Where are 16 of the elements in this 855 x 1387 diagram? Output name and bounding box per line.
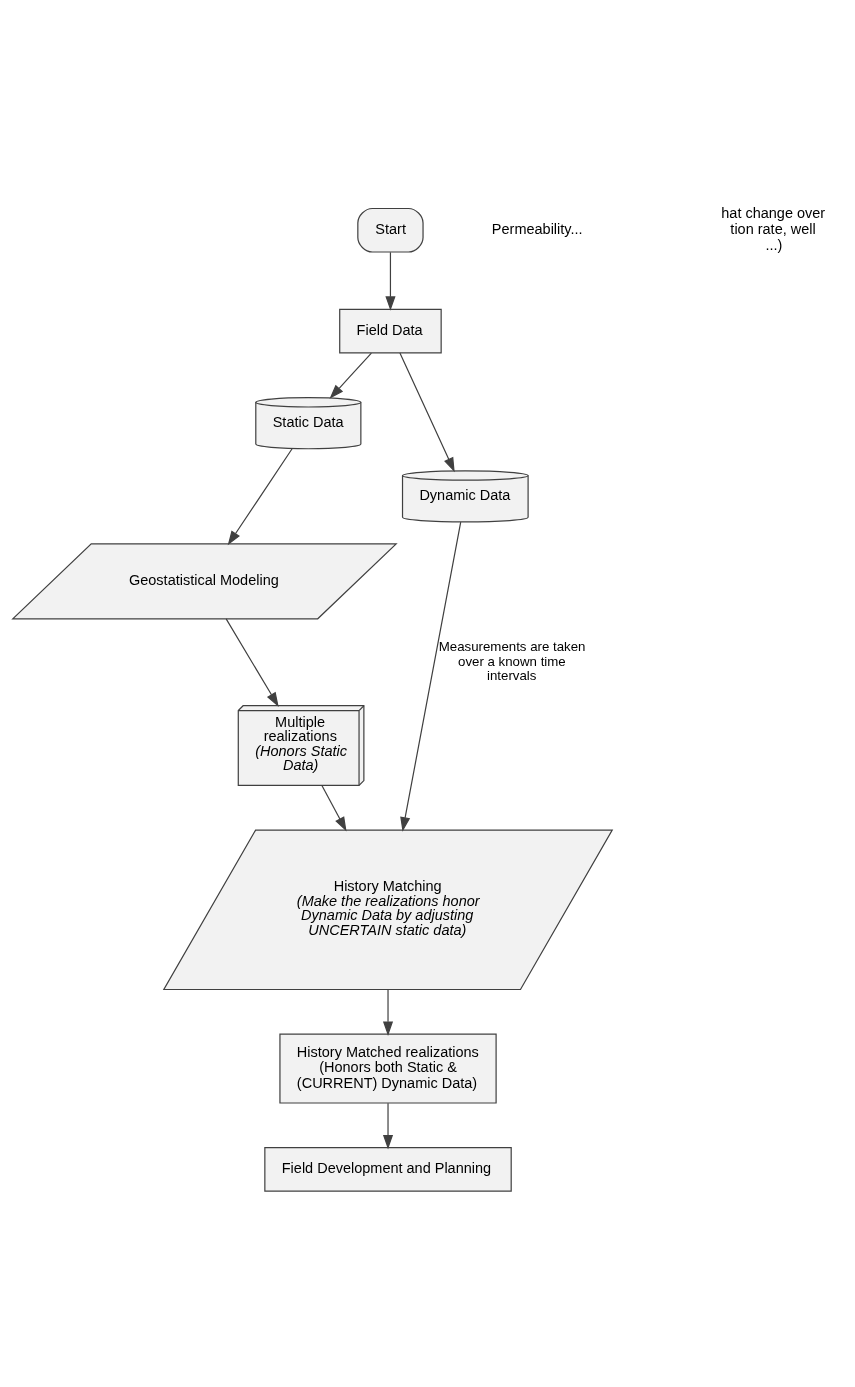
arrow [321, 784, 347, 832]
node-box: Field Development and Planning [264, 1147, 512, 1192]
arrow [382, 1102, 394, 1150]
arrow [329, 352, 372, 399]
arrow [382, 989, 394, 1036]
arrow [399, 352, 455, 473]
label: Permeability... [491, 220, 583, 237]
arrow [225, 618, 279, 707]
arrow [400, 521, 462, 832]
node-box: Field Data [339, 308, 442, 354]
arrow [227, 448, 293, 546]
node-box: History Matched realizations (Honors both Static & (CURRENT) Dynamic Data) [279, 1033, 497, 1104]
arrow [385, 251, 396, 311]
node-box: Start [357, 207, 424, 253]
edge-label: Measurements are taken over a known time intervals [438, 639, 586, 684]
label: hat change over tion rate, well ...) [721, 205, 826, 253]
